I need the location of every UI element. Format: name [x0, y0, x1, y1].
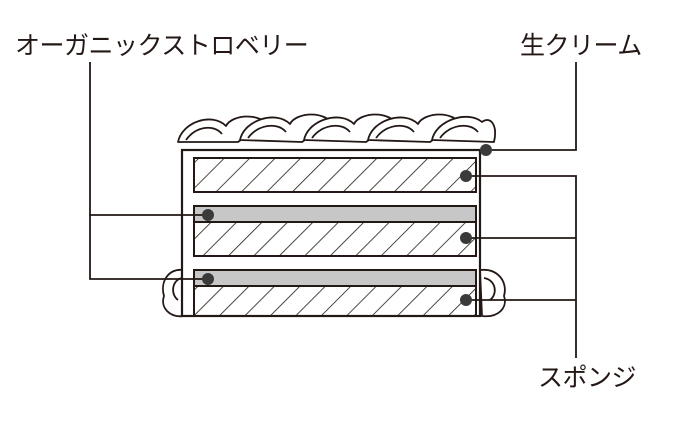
marker-cream — [480, 144, 492, 156]
label-fresh-cream: 生クリーム — [520, 31, 642, 60]
leader-sponge-top — [466, 175, 577, 358]
sponge-layer-top — [193, 157, 477, 193]
leader-lines — [89, 62, 577, 358]
strawberry-layer-lower — [193, 269, 477, 287]
leader-cream — [486, 62, 577, 151]
marker-strawberry-upper — [202, 209, 214, 221]
strawberry-layer-upper — [193, 205, 477, 223]
label-organic-strawberry: オーガニックストロベリー — [15, 31, 309, 60]
markers — [202, 144, 492, 306]
side-cream-swirls — [162, 269, 506, 318]
label-sponge: スポンジ — [538, 363, 637, 392]
marker-sponge-middle — [460, 232, 472, 244]
sponge-layer-bottom — [193, 285, 477, 317]
marker-strawberry-lower — [202, 273, 214, 285]
marker-sponge-top — [460, 170, 472, 182]
top-cream-swirls — [177, 113, 496, 143]
marker-sponge-bottom — [460, 294, 472, 306]
sponge-layer-middle — [193, 221, 477, 257]
leader-strawberry-lower — [89, 215, 208, 280]
